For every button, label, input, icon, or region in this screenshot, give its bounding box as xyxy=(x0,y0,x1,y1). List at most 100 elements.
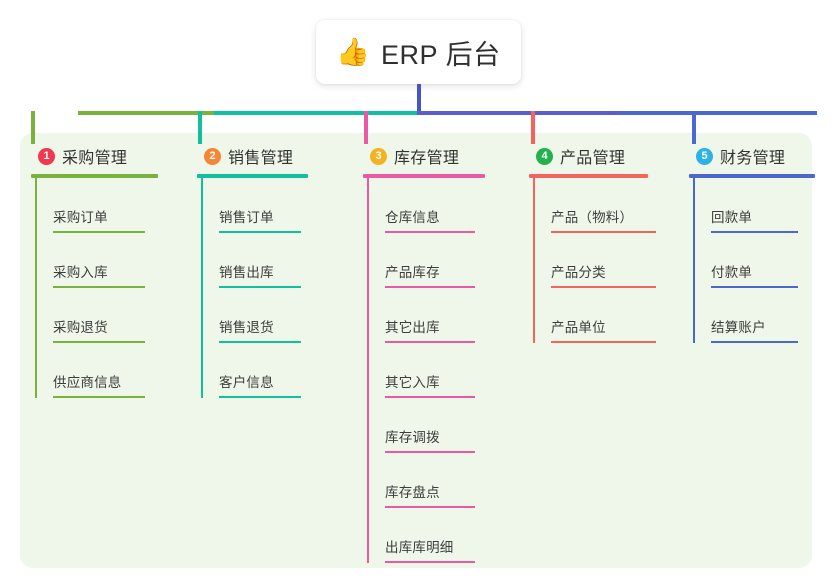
leaf-node[interactable]: 出库库明细 xyxy=(367,508,512,563)
leaf-node[interactable]: 产品（物料） xyxy=(533,178,678,233)
leaf-node[interactable]: 结算账户 xyxy=(693,288,818,343)
column-header-销售管理[interactable]: 2 销售管理 xyxy=(186,144,346,168)
leaf-node-label: 客户信息 xyxy=(219,375,274,390)
leaf-node-underline xyxy=(385,341,475,343)
leaf-node-label: 产品库存 xyxy=(385,265,440,280)
leaf-node-label: 付款单 xyxy=(711,265,753,280)
leaf-node-underline xyxy=(53,231,145,233)
leaf-node[interactable]: 销售退货 xyxy=(201,288,346,343)
leaf-node-label: 库存调拨 xyxy=(385,430,440,445)
column-children-list: 仓库信息产品库存其它出库其它入库库存调拨库存盘点出库库明细 xyxy=(352,178,512,563)
root-node-erp-backend[interactable]: 👍 ERP 后台 xyxy=(316,20,521,84)
column-children-list: 产品（物料） 产品分类产品单位 xyxy=(518,178,678,343)
leaf-node-underline xyxy=(219,286,301,288)
leaf-node-underline xyxy=(711,341,798,343)
leaf-node-label: 销售退货 xyxy=(219,320,274,335)
column-title-label: 产品管理 xyxy=(560,150,626,167)
leaf-node-underline xyxy=(711,231,798,233)
leaf-node-underline xyxy=(219,231,301,233)
leaf-node-label: 采购退货 xyxy=(53,320,108,335)
leaf-node-underline xyxy=(385,231,475,233)
leaf-node[interactable]: 产品库存 xyxy=(367,233,512,288)
leaf-node[interactable]: 供应商信息 xyxy=(35,343,180,398)
leaf-node-underline xyxy=(53,341,145,343)
leaf-node-label: 采购入库 xyxy=(53,265,108,280)
column-trunk-line xyxy=(367,178,369,563)
thumbs-up-icon: 👍 xyxy=(336,36,371,67)
bus-segment-teal xyxy=(214,111,417,115)
drop-connector-产品管理 xyxy=(531,111,535,144)
leaf-node[interactable]: 库存盘点 xyxy=(367,453,512,508)
leaf-node[interactable]: 采购退货 xyxy=(35,288,180,343)
column-title-label: 库存管理 xyxy=(394,150,460,167)
column-number-badge: 5 xyxy=(696,147,713,165)
column-trunk-line xyxy=(693,178,695,343)
leaf-node-label: 其它入库 xyxy=(385,375,440,390)
leaf-node[interactable]: 采购入库 xyxy=(35,233,180,288)
leaf-node[interactable]: 其它入库 xyxy=(367,343,512,398)
leaf-node-underline xyxy=(385,506,475,508)
bus-segment-green xyxy=(78,111,214,115)
leaf-node[interactable]: 库存调拨 xyxy=(367,398,512,453)
drop-connector-销售管理 xyxy=(198,111,202,144)
leaf-node-label: 采购订单 xyxy=(53,210,108,225)
leaf-node[interactable]: 付款单 xyxy=(693,233,818,288)
leaf-node-underline xyxy=(551,231,656,233)
column-children-list: 采购订单采购入库采购退货供应商信息 xyxy=(20,178,180,398)
column-header-underline xyxy=(529,174,648,178)
column-trunk-line xyxy=(201,178,203,398)
leaf-node-label: 库存盘点 xyxy=(385,485,440,500)
leaf-node[interactable]: 回款单 xyxy=(693,178,818,233)
column-header-underline xyxy=(31,174,158,178)
leaf-node-underline xyxy=(219,396,301,398)
leaf-node-underline xyxy=(53,396,145,398)
leaf-node-label: 销售出库 xyxy=(219,265,274,280)
column-title-label: 销售管理 xyxy=(228,150,294,167)
column-number-badge: 4 xyxy=(536,147,553,165)
root-node-title: ERP 后台 xyxy=(381,39,501,70)
leaf-node[interactable]: 产品单位 xyxy=(533,288,678,343)
column-2: 2 销售管理销售订单销售出库销售退货客户信息 xyxy=(186,144,346,398)
leaf-node[interactable]: 仓库信息 xyxy=(367,178,512,233)
leaf-node-label: 产品分类 xyxy=(551,265,606,280)
leaf-node[interactable]: 采购订单 xyxy=(35,178,180,233)
column-header-underline xyxy=(197,174,308,178)
leaf-node-label: 销售订单 xyxy=(219,210,274,225)
leaf-node[interactable]: 销售订单 xyxy=(201,178,346,233)
column-header-underline xyxy=(689,174,815,178)
leaf-node[interactable]: 产品分类 xyxy=(533,233,678,288)
column-number-badge: 2 xyxy=(204,147,221,165)
leaf-node-label: 出库库明细 xyxy=(385,540,454,555)
leaf-node-underline xyxy=(551,286,656,288)
leaf-node[interactable]: 销售出库 xyxy=(201,233,346,288)
leaf-node-label: 产品单位 xyxy=(551,320,606,335)
column-4: 4 产品管理产品（物料） 产品分类产品单位 xyxy=(518,144,678,343)
leaf-node-underline xyxy=(711,286,798,288)
drop-connector-采购管理 xyxy=(31,111,35,144)
leaf-node-underline xyxy=(385,561,475,563)
leaf-node-underline xyxy=(219,341,301,343)
column-trunk-line xyxy=(533,178,535,343)
leaf-node-label: 产品（物料） xyxy=(551,210,634,225)
column-title-label: 采购管理 xyxy=(62,150,128,167)
leaf-node-label: 供应商信息 xyxy=(53,375,122,390)
root-stem-connector xyxy=(417,84,421,113)
bus-segment-purple xyxy=(417,111,621,115)
leaf-node-underline xyxy=(385,396,475,398)
column-children-list: 回款单付款单结算账户 xyxy=(678,178,818,343)
leaf-node-underline xyxy=(385,286,475,288)
leaf-node[interactable]: 客户信息 xyxy=(201,343,346,398)
leaf-node-label: 结算账户 xyxy=(711,320,766,335)
column-header-产品管理[interactable]: 4 产品管理 xyxy=(518,144,678,168)
leaf-node-label: 仓库信息 xyxy=(385,210,440,225)
leaf-node[interactable]: 其它出库 xyxy=(367,288,512,343)
drop-connector-财务管理 xyxy=(692,111,696,144)
column-children-list: 销售订单销售出库销售退货客户信息 xyxy=(186,178,346,398)
